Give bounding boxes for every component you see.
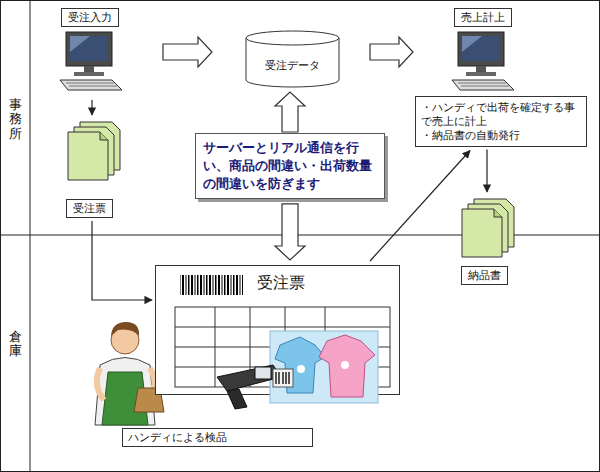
hollow-arrow <box>275 204 305 260</box>
node-text: ハンディによる検品 <box>122 428 313 447</box>
node-text: 納品書 <box>461 266 508 285</box>
node-text: サーバーとリアル通信を行い、商品の間違い・出荷数量の間違いを防ぎます <box>203 139 377 193</box>
arrow-line <box>92 221 152 300</box>
hollow-arrow <box>370 37 413 67</box>
node-text: 受注票 <box>66 199 113 218</box>
barcode <box>180 275 243 295</box>
arrow-line <box>486 150 487 193</box>
node-text: 受注入力 <box>61 8 119 27</box>
area-label: 倉庫 <box>9 330 22 359</box>
area-label: 事務所 <box>9 98 22 141</box>
terminal-node: 受注入力 <box>50 8 130 98</box>
hollow-arrow <box>163 37 212 67</box>
note-box: ・ハンディで出荷を確定する事で売上に計上・納品書の自動発行 <box>415 96 587 147</box>
terminal-node: 売上計上 <box>443 8 523 98</box>
node-text: ・ハンディで出荷を確定する事で売上に計上 <box>421 100 581 128</box>
node-text: 受注データ <box>265 58 320 73</box>
arrow-line <box>370 151 470 262</box>
label-box: ハンディによる検品 <box>122 428 313 447</box>
arrow-line <box>91 100 92 115</box>
clothes-picture <box>270 331 378 403</box>
document-node: 納品書 <box>448 195 520 285</box>
node-text: 受注票 <box>255 273 307 293</box>
worker <box>95 322 164 425</box>
handy-scanner <box>217 365 293 409</box>
node-text: ・納品書の自動発行 <box>421 128 581 142</box>
document-node: 受注票 <box>54 118 124 218</box>
hollow-arrow <box>275 92 305 132</box>
order-form: 受注票 <box>155 265 400 395</box>
database-cylinder: 受注データ <box>245 30 340 88</box>
node-text: 売上計上 <box>454 8 512 27</box>
callout-box: サーバーとリアル通信を行い、商品の間違い・出荷数量の間違いを防ぎます <box>195 133 385 199</box>
